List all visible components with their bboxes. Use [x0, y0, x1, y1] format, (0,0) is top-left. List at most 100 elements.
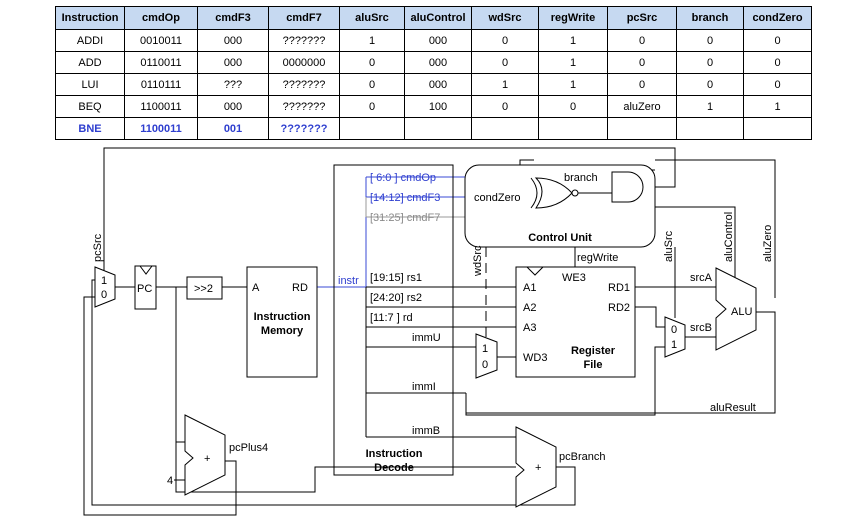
field-rd: [11:7 ] rd — [370, 312, 413, 324]
wd3-label: WD3 — [523, 352, 547, 364]
field-rs1: [19:15] rs1 — [370, 272, 422, 284]
wdsrc-label: wdSrc — [472, 245, 484, 277]
pcplus4-label: pcPlus4 — [229, 442, 268, 454]
imem-rd-label: RD — [292, 282, 308, 294]
wd-mux: 1 0 — [475, 333, 498, 379]
clock-icon — [526, 266, 544, 276]
column-header: wdSrc — [471, 6, 539, 30]
field-cmdf7: [31:25] cmdF7 — [370, 212, 440, 224]
pcbranch-label: pcBranch — [559, 451, 605, 463]
table-cell: aluZero — [607, 95, 677, 118]
imem-a-label: A — [252, 282, 260, 294]
branch-label: branch — [564, 172, 598, 184]
table-cell: 001 — [197, 117, 269, 140]
table-cell — [743, 117, 812, 140]
column-header: branch — [676, 6, 744, 30]
xor-gate-icon — [530, 177, 538, 209]
mux-shape — [475, 333, 498, 379]
table-cell: LUI — [55, 73, 125, 96]
wire-rd2 — [635, 306, 665, 328]
alu-label: ALU — [731, 306, 752, 318]
mux-in1-label: 1 — [671, 339, 677, 351]
adder-op: + — [535, 462, 541, 474]
mux-in1-label: 1 — [482, 343, 488, 355]
instr-label: instr — [338, 275, 359, 287]
pc-box — [134, 265, 157, 310]
pc-label: PC — [137, 283, 152, 295]
table-row: ADDI 0010011 000 ??????? 1 000 0 1 0 0 0 — [55, 29, 812, 52]
table-row-highlighted: BNE 1100011 001 ??????? — [55, 117, 812, 140]
pc-register: PC — [134, 265, 157, 310]
wire-cmdf7 — [365, 197, 465, 218]
a3-label: A3 — [523, 322, 536, 334]
we3-label: WE3 — [562, 272, 586, 284]
column-header: pcSrc — [607, 6, 677, 30]
wire-pcplus4 — [83, 296, 237, 516]
xor-gate-icon — [534, 177, 573, 209]
regfile-title: File — [584, 359, 603, 371]
rd2-label: RD2 — [608, 302, 630, 314]
instruction-decode: [ 6:0 ] cmdOp [14:12] cmdF3 [31:25] cmdF… — [333, 164, 454, 476]
mux-shape — [664, 316, 686, 358]
mux-in0-label: 0 — [671, 324, 677, 336]
const4-label: 4 — [167, 475, 173, 487]
xor-bubble-icon — [571, 189, 579, 197]
mux-in0-label: 0 — [482, 359, 488, 371]
column-header: condZero — [743, 6, 812, 30]
adder-shape — [184, 414, 226, 496]
alucontrol-label: aluControl — [723, 212, 735, 262]
control-unit-title: Control Unit — [528, 232, 592, 244]
field-cmdf3: [14:12] cmdF3 — [370, 192, 440, 204]
decode-title: Instruction — [366, 448, 423, 460]
decode-box — [333, 164, 454, 476]
wire-rs1 — [365, 286, 516, 437]
field-cmdop: [ 6:0 ] cmdOp — [370, 172, 436, 184]
table-cell: 100 — [404, 95, 472, 118]
a1-label: A1 — [523, 282, 536, 294]
shift-block: >>2 — [186, 276, 223, 300]
aluzero-label: aluZero — [762, 225, 774, 262]
decode-title: Decode — [374, 462, 414, 474]
clock-icon — [139, 265, 153, 275]
shift-label: >>2 — [194, 283, 213, 295]
mux-in1-label: 1 — [101, 275, 107, 287]
field-immb: immB — [412, 425, 440, 437]
branch-adder: + pcBranch — [515, 426, 605, 508]
wire-instr-bus — [317, 176, 453, 288]
instruction-memory: A RD Instruction Memory — [246, 266, 318, 378]
wire-pcbranch — [91, 279, 576, 506]
wire-immi-to-mux — [465, 346, 665, 416]
and-gate-icon — [611, 171, 644, 203]
control-unit-box — [464, 164, 656, 248]
control-unit: Control Unit condZero branch — [464, 164, 656, 248]
table-cell: ??????? — [268, 95, 340, 118]
alusrc-label: aluSrc — [663, 230, 675, 262]
field-immi: immI — [412, 381, 436, 393]
table-row: LUI 0110111 ??? ??????? 0 000 1 1 0 0 0 — [55, 73, 812, 96]
wire-alucontrol — [655, 206, 736, 296]
condzero-label: condZero — [474, 192, 520, 204]
alu: ALU srcA srcB aluResult — [690, 267, 757, 414]
srcb-label: srcB — [690, 322, 712, 334]
pcsrc-label: pcSrc — [92, 233, 104, 262]
regfile-box — [515, 266, 636, 378]
regwrite-label: regWrite — [577, 252, 618, 264]
pc-mux: 1 0 pcSrc — [92, 233, 116, 308]
control-truth-table: Instruction cmdOp cmdF3 cmdF7 aluSrc alu… — [55, 6, 812, 140]
table-cell: ??? — [197, 73, 269, 96]
shift-box — [186, 276, 223, 300]
adder-op: + — [204, 453, 210, 465]
regfile-title: Register — [571, 345, 616, 357]
table-header-row: Instruction cmdOp cmdF3 cmdF7 aluSrc alu… — [55, 6, 812, 30]
wire-aluresult — [466, 311, 776, 414]
column-header: cmdF7 — [268, 6, 340, 30]
field-immu: immU — [412, 332, 441, 344]
adder-shape — [515, 426, 557, 508]
wire-and-out — [654, 148, 676, 188]
table-cell: BNE — [55, 117, 125, 140]
register-file: WE3 A1 A2 A3 WD3 RD1 RD2 Register File — [515, 266, 636, 378]
table-cell: 1100011 — [124, 117, 198, 140]
pc-plus4-adder: + pcPlus4 4 — [167, 414, 268, 496]
field-rs2: [24:20] rs2 — [370, 292, 422, 304]
